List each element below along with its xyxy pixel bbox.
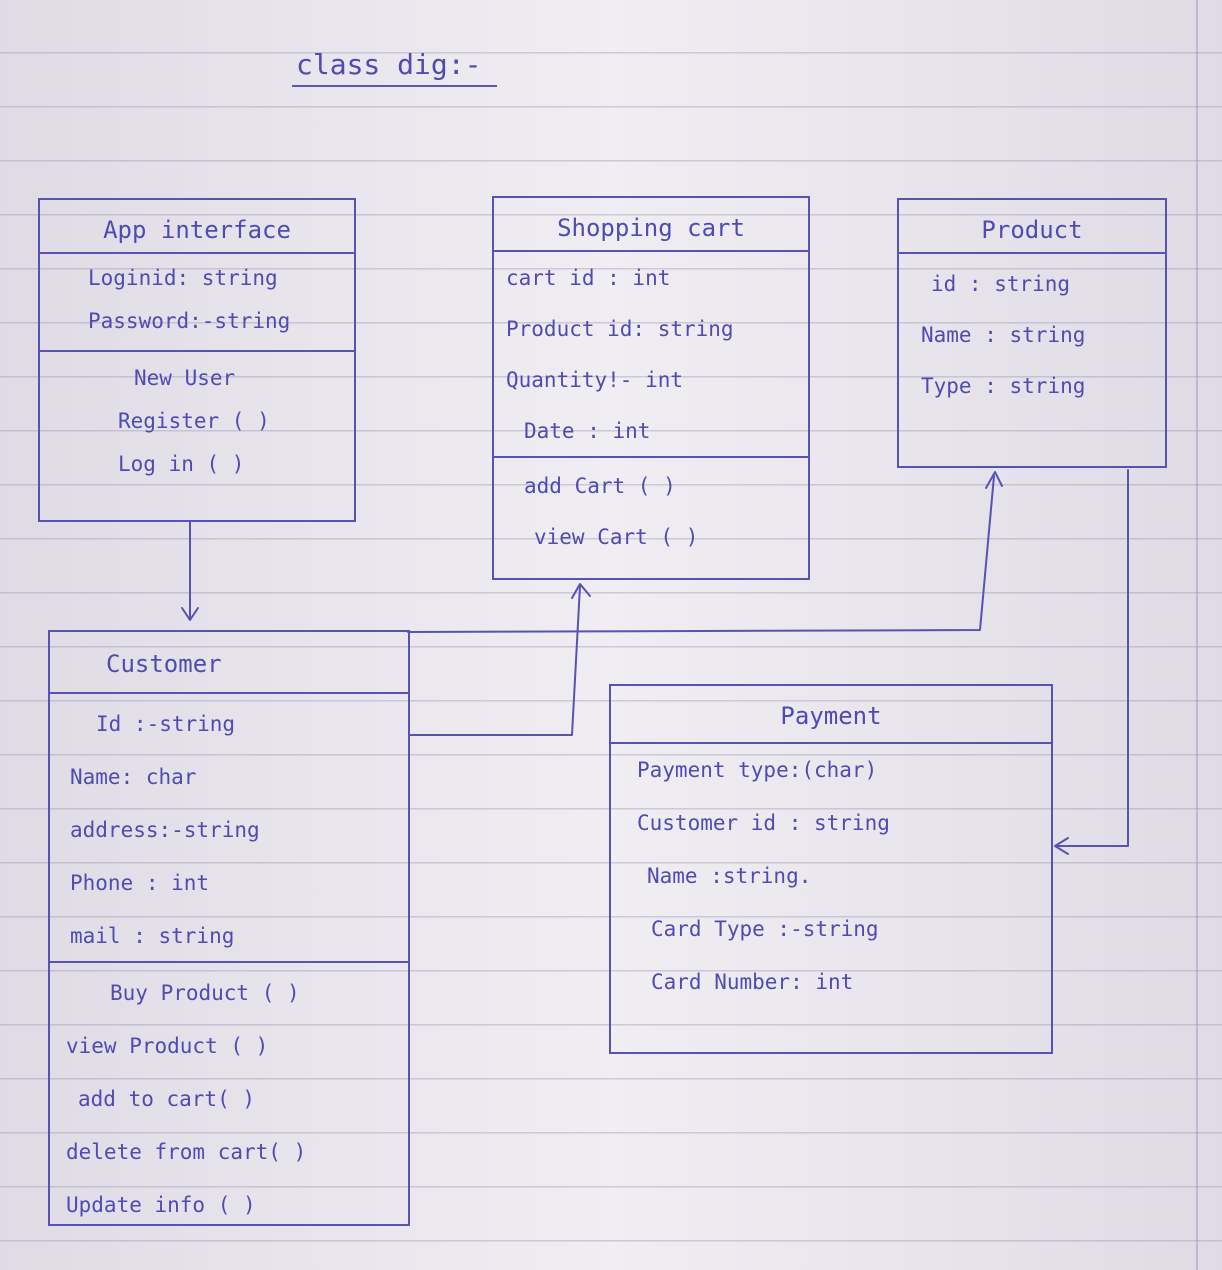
operation: Register ( ) xyxy=(118,409,270,433)
attribute: Name : string xyxy=(921,323,1086,347)
arrowhead xyxy=(985,471,1003,489)
operation: view Cart ( ) xyxy=(534,525,699,549)
attribute: Id :-string xyxy=(96,712,236,736)
class-name: Customer xyxy=(50,632,408,694)
class-app-interface: App interface Loginid: string Password:-… xyxy=(38,198,356,522)
attribute: mail : string xyxy=(70,924,235,948)
operation: add Cart ( ) xyxy=(524,474,676,498)
operation-list: add Cart ( ) view Cart ( ) xyxy=(494,458,808,548)
class-name: Shopping cart xyxy=(494,198,808,252)
class-customer: Customer Id :-string Name: char address:… xyxy=(48,630,410,1226)
class-name: App interface xyxy=(40,200,354,254)
attribute: Quantity!- int xyxy=(506,368,684,392)
arrowhead xyxy=(1054,837,1069,855)
attribute: Name: char xyxy=(70,765,197,789)
operation: view Product ( ) xyxy=(66,1034,269,1058)
attribute-list: id : string Name : string Type : string xyxy=(899,254,1165,397)
class-product: Product id : string Name : string Type :… xyxy=(897,198,1167,468)
attribute-list: Loginid: string Password:-string xyxy=(40,254,354,352)
operation: Log in ( ) xyxy=(118,452,245,476)
operation: Buy Product ( ) xyxy=(110,981,300,1005)
attribute-list: cart id : int Product id: string Quantit… xyxy=(494,252,808,458)
attribute: cart id : int xyxy=(506,266,671,290)
attribute: address:-string xyxy=(70,818,260,842)
page-margin-line xyxy=(1196,0,1198,1270)
attribute: Customer id : string xyxy=(637,811,890,835)
class-name: Product xyxy=(899,200,1165,254)
attribute-list: Id :-string Name: char address:-string P… xyxy=(50,694,408,963)
operation-list: New User Register ( ) Log in ( ) xyxy=(40,352,354,475)
attribute: id : string xyxy=(931,272,1071,296)
arrowhead xyxy=(181,607,199,621)
attribute: Card Number: int xyxy=(651,970,854,994)
connector-product-to-payment xyxy=(1055,469,1129,847)
attribute: Card Type :-string xyxy=(651,917,879,941)
operation: add to cart( ) xyxy=(78,1087,256,1111)
attribute: Loginid: string xyxy=(88,266,278,290)
class-payment: Payment Payment type:(char) Customer id … xyxy=(609,684,1053,1054)
attribute-list: Payment type:(char) Customer id : string… xyxy=(611,744,1051,993)
connector-customer-to-product xyxy=(407,475,995,633)
operation: New User xyxy=(134,366,236,390)
attribute: Type : string xyxy=(921,374,1086,398)
attribute: Payment type:(char) xyxy=(637,758,878,782)
attribute: Date : int xyxy=(524,419,651,443)
operation: delete from cart( ) xyxy=(66,1140,307,1164)
diagram-title: class dig:- xyxy=(292,48,498,87)
attribute: Password:-string xyxy=(88,309,291,333)
connector-customer-to-cart xyxy=(409,585,581,736)
attribute: Name :string. xyxy=(647,864,812,888)
operation-list: Buy Product ( ) view Product ( ) add to … xyxy=(50,963,408,1216)
class-shopping-cart: Shopping cart cart id : int Product id: … xyxy=(492,196,810,580)
attribute: Product id: string xyxy=(506,317,734,341)
operation: Update info ( ) xyxy=(66,1193,256,1217)
attribute: Phone : int xyxy=(70,871,210,895)
class-name: Payment xyxy=(611,686,1051,744)
arrowhead xyxy=(571,583,591,599)
